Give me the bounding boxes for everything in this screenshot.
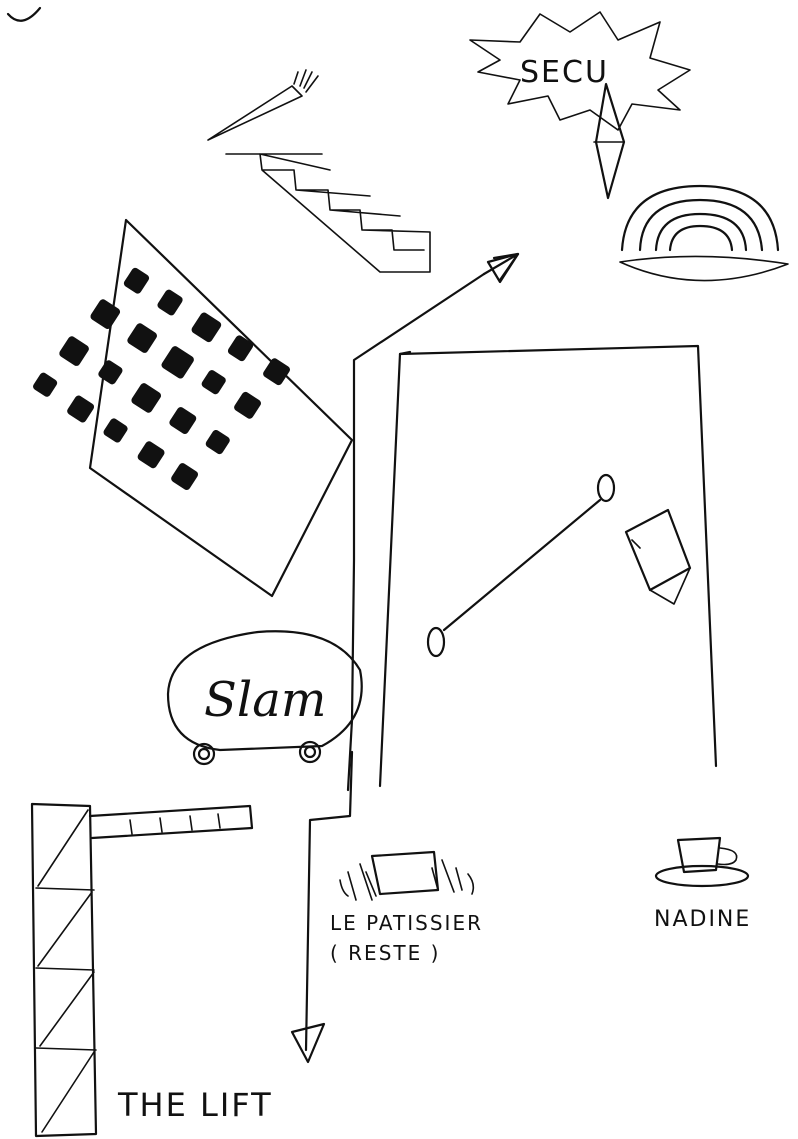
compass-icon bbox=[594, 84, 624, 198]
stray-mark bbox=[8, 8, 40, 21]
staircase-icon bbox=[226, 154, 430, 272]
secu-label: SECU bbox=[520, 55, 609, 90]
room-outline bbox=[380, 346, 716, 786]
coffee-cup-icon bbox=[656, 838, 748, 886]
rainbow-icon bbox=[620, 186, 788, 281]
route-arrow-up bbox=[348, 254, 518, 790]
slam-label: Slam bbox=[204, 672, 326, 728]
lift-label: THE LIFT bbox=[117, 1086, 273, 1124]
nadine-label: NADINE bbox=[654, 907, 751, 932]
patissier-label-line2: ( RESTE ) bbox=[330, 941, 440, 965]
secu-badge: SECU bbox=[470, 12, 690, 130]
carrot-icon bbox=[208, 70, 318, 140]
route-arrow-down bbox=[292, 752, 352, 1062]
patissier-label-line1: LE PATISSIER bbox=[330, 911, 483, 935]
note-card-icon bbox=[626, 510, 690, 604]
slam-car: Slam bbox=[168, 631, 362, 764]
croissant-cup-icon bbox=[340, 852, 473, 900]
building-icon bbox=[32, 220, 352, 596]
connection-line bbox=[428, 475, 614, 656]
